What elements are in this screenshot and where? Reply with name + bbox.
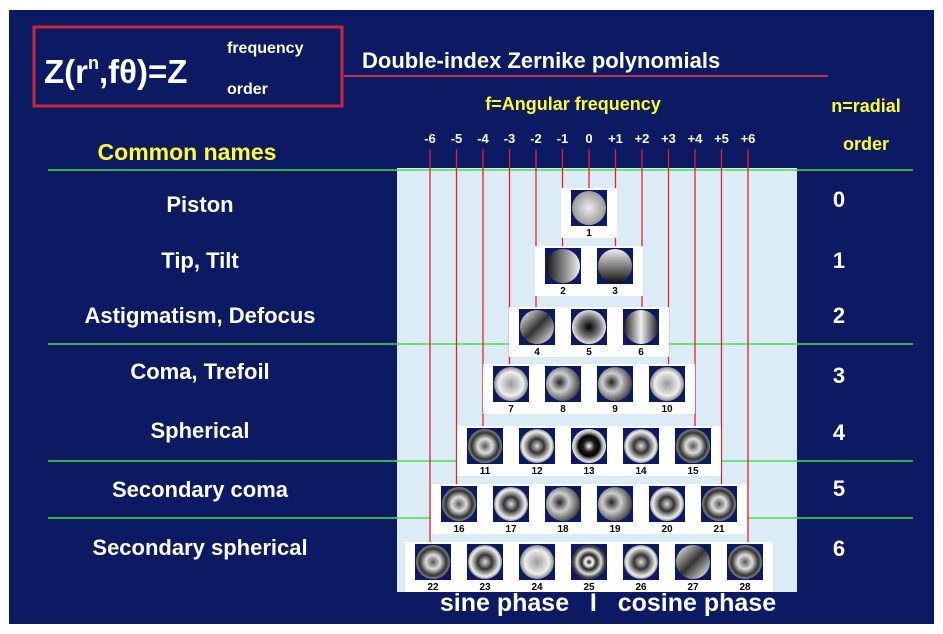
frequency-tick: +6 — [741, 131, 756, 146]
radial-header-line2: order — [843, 134, 889, 154]
mode-patch — [572, 191, 606, 225]
mode-patch — [650, 487, 684, 521]
mode-patch — [546, 367, 580, 401]
row-name: Spherical — [150, 418, 249, 443]
mode-patch — [572, 545, 606, 579]
radial-order: 4 — [833, 420, 846, 445]
mode-patch — [598, 487, 632, 521]
radial-order: 3 — [833, 363, 845, 388]
frequency-header: f=Angular frequency — [485, 94, 661, 114]
mode-number: 2 — [560, 286, 566, 297]
frequency-tick: 0 — [585, 131, 592, 146]
mode-number: 28 — [739, 582, 751, 593]
mode-patch — [572, 429, 606, 463]
mode-number: 25 — [583, 582, 595, 593]
mode-patch — [494, 367, 528, 401]
radial-order: 2 — [833, 303, 845, 328]
mode-patch — [598, 249, 632, 283]
formula-text: Z(rn,fθ)=Z — [44, 53, 187, 90]
mode-number: 11 — [480, 466, 491, 477]
mode-number: 26 — [635, 582, 647, 593]
mode-number: 13 — [583, 466, 595, 477]
mode-number: 22 — [427, 582, 439, 593]
formula-superscript: frequency — [227, 40, 304, 57]
mode-patch — [494, 487, 528, 521]
mode-patch — [468, 429, 502, 463]
frequency-tick: +3 — [661, 131, 676, 146]
mode-number: 8 — [560, 404, 566, 415]
mode-number: 27 — [687, 582, 699, 593]
mode-patch — [676, 429, 710, 463]
row-name: Tip, Tilt — [161, 248, 239, 273]
mode-patch — [546, 249, 580, 283]
frequency-tick: -3 — [504, 131, 516, 146]
mode-patch — [650, 367, 684, 401]
mode-patch — [520, 545, 554, 579]
mode-number: 17 — [505, 524, 517, 535]
mode-patch — [442, 487, 476, 521]
frequency-tick: +1 — [608, 131, 623, 146]
frequency-tick: +2 — [635, 131, 650, 146]
mode-patch — [598, 367, 632, 401]
mode-patch — [520, 310, 554, 344]
mode-number: 12 — [531, 466, 543, 477]
mode-number: 4 — [534, 347, 540, 358]
formula-subscript: order — [227, 81, 268, 98]
mode-patch — [572, 310, 606, 344]
mode-patch — [676, 545, 710, 579]
row-name: Secondary spherical — [92, 535, 307, 560]
row-name: Piston — [166, 192, 233, 217]
radial-header-line1: n=radial — [831, 96, 901, 116]
frequency-tick-labels: -6 -5 -4 -3 -2 -1 0 +1 +2 +3 +4 +5 +6 — [424, 131, 755, 146]
mode-number: 18 — [557, 524, 569, 535]
mode-number: 7 — [508, 404, 514, 415]
phase-footer: sine phase I cosine phase — [440, 589, 776, 617]
mode-number: 5 — [586, 347, 592, 358]
mode-number: 3 — [612, 286, 618, 297]
mode-number: 1 — [586, 228, 592, 239]
mode-number: 15 — [687, 466, 699, 477]
mode-patch — [624, 310, 658, 344]
mode-number: 10 — [661, 404, 673, 415]
mode-patch — [468, 545, 502, 579]
radial-order: 5 — [833, 476, 845, 501]
mode-patch — [416, 545, 450, 579]
mode-patch — [546, 487, 580, 521]
radial-order: 1 — [833, 248, 845, 273]
mode-patch — [624, 429, 658, 463]
row-name: Astigmatism, Defocus — [84, 303, 315, 328]
slide-title: Double-index Zernike polynomials — [362, 48, 720, 73]
mode-number: 6 — [638, 347, 644, 358]
mode-number: 23 — [479, 582, 491, 593]
radial-order: 6 — [833, 536, 845, 561]
frequency-tick: -4 — [477, 131, 489, 146]
mode-number: 9 — [612, 404, 618, 415]
frequency-tick: +5 — [714, 131, 729, 146]
mode-number: 21 — [713, 524, 725, 535]
frequency-tick: -1 — [557, 131, 569, 146]
row-name: Coma, Trefoil — [130, 359, 269, 384]
mode-patch — [520, 429, 554, 463]
frequency-tick: -6 — [424, 131, 436, 146]
radial-orders: 0 1 2 3 4 5 6 — [833, 187, 846, 561]
frequency-tick: -2 — [530, 131, 542, 146]
mode-number: 16 — [453, 524, 465, 535]
row-name: Secondary coma — [112, 477, 289, 502]
mode-number: 14 — [635, 466, 647, 477]
radial-order: 0 — [833, 187, 845, 212]
mode-patch — [702, 487, 736, 521]
frequency-tick: -5 — [451, 131, 463, 146]
mode-patch — [728, 545, 762, 579]
frequency-tick: +4 — [688, 131, 704, 146]
mode-row-band — [431, 484, 747, 534]
formula-box — [32, 25, 344, 108]
common-names-header: Common names — [98, 139, 277, 165]
mode-number: 24 — [531, 582, 543, 593]
mode-number: 19 — [609, 524, 621, 535]
mode-number: 20 — [661, 524, 673, 535]
mode-patch — [624, 545, 658, 579]
